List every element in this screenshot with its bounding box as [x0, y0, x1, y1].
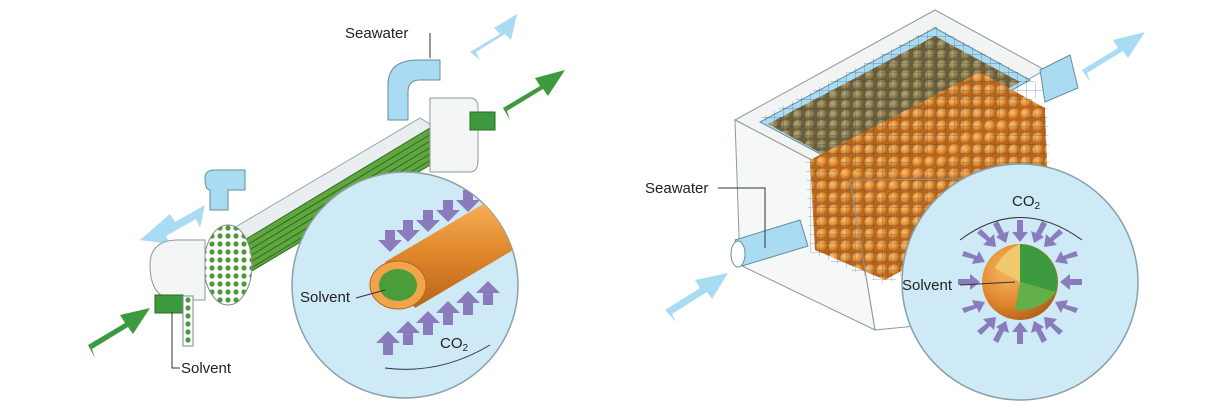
left-inset-magnifier: Solvent CO2	[291, 171, 519, 399]
left-inset-co2-label: CO2	[440, 335, 469, 354]
bead-cutaway-rim	[995, 244, 1020, 282]
solvent-out-arrow	[503, 70, 565, 120]
co2-arrows-top	[378, 190, 480, 252]
left-seawater-elbow	[204, 169, 246, 211]
right-header-housing	[429, 97, 479, 173]
mesh-top	[760, 26, 1050, 182]
co2-arrows-radial	[958, 220, 1082, 344]
mesh-front	[805, 155, 885, 285]
fiber-tube-end-solvent	[379, 269, 417, 301]
right-inset-magnifier: CO2 Solvent	[901, 163, 1139, 401]
solvent-in-arrow	[88, 308, 150, 358]
co2-arrows-bottom	[376, 281, 500, 355]
right-solvent-port	[469, 111, 496, 131]
seawater-in-arrow-right	[665, 273, 728, 322]
left-inset-solvent-label: Solvent	[300, 289, 351, 306]
outlet-pipe	[1039, 54, 1079, 103]
left-end-plate	[203, 224, 253, 306]
left-header-housing	[149, 239, 206, 301]
inlet-pipe-mouth	[730, 240, 746, 268]
right-inset-co2-label: CO2	[1012, 193, 1041, 212]
right-seawater-elbow	[387, 59, 441, 121]
left-seawater-label: Seawater	[345, 25, 408, 42]
seawater-out-arrow-right	[1082, 32, 1145, 82]
bead-cutaway	[1020, 244, 1058, 292]
left-solvent-label: Solvent	[181, 360, 232, 377]
left-solvent-stem	[182, 295, 194, 347]
seawater-in-arrow	[470, 14, 517, 60]
right-seawater-label: Seawater	[645, 180, 708, 197]
right-inset-solvent-label: Solvent	[902, 277, 953, 294]
left-solvent-port	[154, 294, 184, 314]
bead-cutaway-face	[1015, 282, 1056, 311]
seawater-out-arrow	[140, 205, 205, 244]
